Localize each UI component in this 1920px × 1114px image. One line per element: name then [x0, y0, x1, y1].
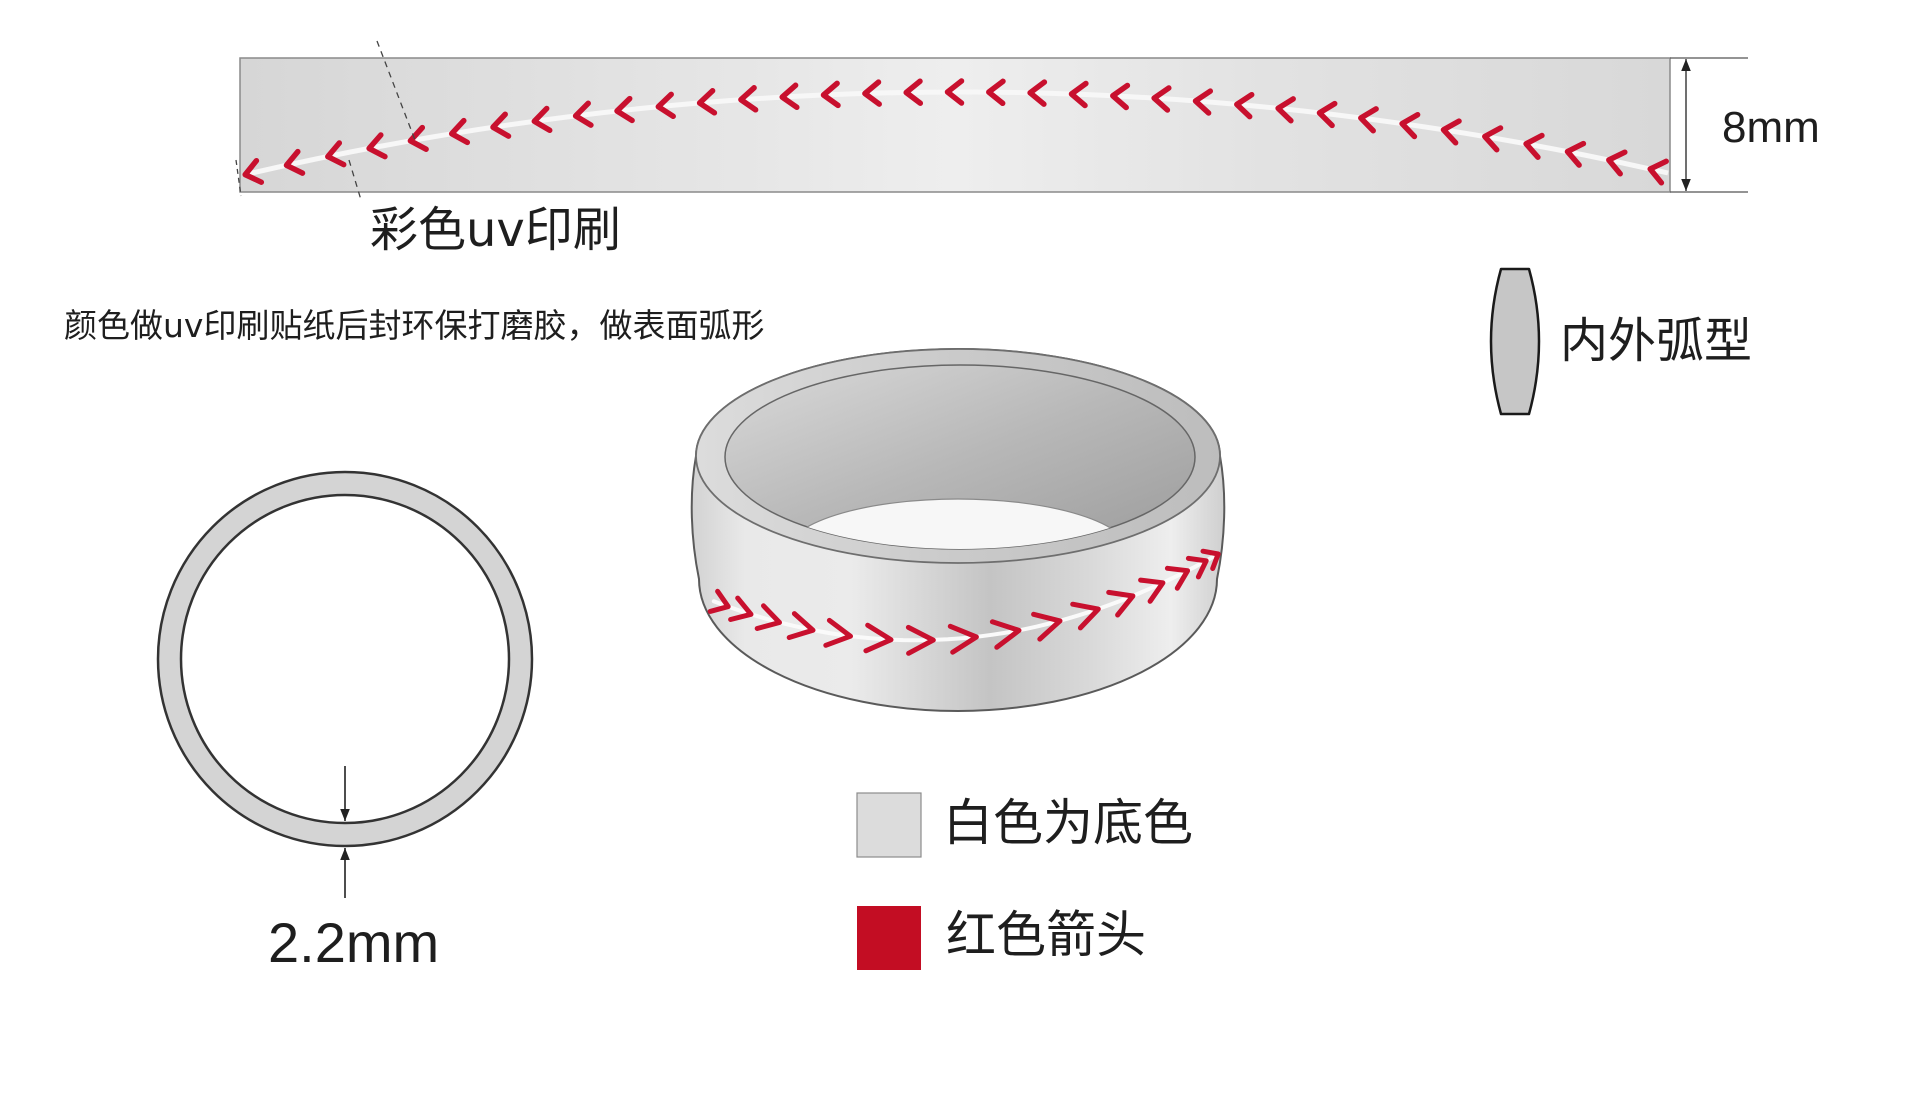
strip-arrow-chevron: [325, 140, 347, 168]
strip-arrow-chevron: [1606, 149, 1628, 177]
strip-arrow-chevron: [986, 78, 1006, 107]
ring-arrow-chevron: [1164, 565, 1191, 591]
strip-arrow-chevron: [1399, 111, 1421, 140]
ring-arrow-chevron: [707, 588, 731, 614]
strip-arrow-chevron: [1482, 125, 1504, 153]
strip-arrow-row: [242, 78, 1669, 186]
profile-label: 内外弧型: [1560, 313, 1753, 369]
ring-arrow-row: [707, 548, 1221, 656]
strip-arrow-chevron: [283, 148, 306, 176]
strip-body: [239, 57, 1671, 193]
strip-arrow-chevron: [572, 100, 594, 128]
strip-arrow-chevron: [1275, 96, 1296, 124]
strip-arrow-chevron: [1523, 132, 1545, 160]
strip-arrow-chevron: [366, 132, 388, 160]
strip-arrow-chevron: [862, 79, 882, 107]
strip-arrow-chevron: [1068, 80, 1089, 109]
strip-arrow-chevron: [448, 117, 471, 146]
ring-arrow-chevron: [947, 623, 979, 655]
strip-arrow-chevron: [614, 95, 635, 124]
ring-arrow-chevron: [1200, 548, 1221, 571]
strip-arrow-chevron: [1151, 85, 1172, 113]
legend-label-base-white: 白色为底色: [943, 794, 1193, 852]
strip-seam-line: [244, 89, 1669, 178]
strip-arrow-chevron: [1234, 91, 1255, 120]
strip-arrow-chevron: [1564, 140, 1587, 168]
strip-arrow-chevron: [1316, 100, 1338, 129]
strip-arrow-chevron: [242, 157, 265, 185]
strip-arrow-chevron: [696, 88, 718, 116]
strip-arrow-chevron: [903, 78, 924, 106]
strip-arrow-chevron: [407, 124, 429, 152]
ring-see-through-hole: [785, 498, 1131, 549]
strip-arrow-chevron: [1027, 79, 1048, 107]
strip-arrow-chevron: [779, 82, 800, 111]
ring-arrow-chevron: [989, 619, 1022, 650]
strip-arrow-chevron: [490, 111, 512, 139]
legend-label-red-arrow: 红色箭头: [946, 906, 1146, 964]
strip-height-label: 8mm: [1722, 103, 1820, 152]
ring-cross-section: [156, 470, 534, 898]
strip-left-tick: [235, 159, 242, 197]
strip-arrow-chevron: [655, 91, 676, 120]
cut-line-upper: [376, 40, 416, 141]
legend-swatch-base-white: [856, 792, 922, 858]
ring-arrow-chevron: [823, 617, 853, 648]
strip-arrow-chevron: [1647, 158, 1669, 186]
strip-pattern: [242, 78, 1669, 186]
print-strip: [239, 57, 1671, 193]
ring-3d-view: [690, 348, 1226, 712]
ring-arrow-chevron: [1070, 601, 1101, 631]
ring-arrow-chevron: [754, 603, 782, 631]
thickness-label: 2.2mm: [268, 911, 440, 974]
process-note: 颜色做uv印刷贴纸后封环保打磨胶，做表面弧形: [64, 306, 765, 345]
ring-inner-edge: [179, 493, 511, 825]
strip-arrow-chevron: [1440, 118, 1462, 146]
legend-swatch-red-arrow: [857, 906, 921, 970]
ring-arrow-chevron: [1031, 611, 1063, 642]
ring-arrow-chevron: [1138, 577, 1166, 604]
strip-arrow-chevron: [1110, 82, 1131, 111]
strip-arrow-chevron: [1358, 106, 1379, 134]
strip-arrow-chevron: [820, 80, 841, 109]
ring-arrow-chevron: [1106, 589, 1136, 618]
ring-arrow-chevron: [1185, 555, 1209, 580]
cut-line-lower: [348, 159, 362, 201]
print-method-label: 彩色uv印刷: [370, 202, 621, 258]
strip-arrow-chevron: [1192, 88, 1214, 116]
strip-height-dimension: [1670, 57, 1748, 193]
ring-arrow-chevron: [905, 624, 936, 656]
ring-arrow-chevron: [728, 595, 754, 622]
strip-arrow-chevron: [531, 105, 553, 134]
strip-arrow-chevron: [944, 78, 965, 106]
cut-line-marker: [235, 40, 416, 201]
ring-arrow-chevron: [863, 622, 894, 654]
strip-arrow-chevron: [738, 85, 759, 113]
profile-section-shape: [1489, 267, 1541, 416]
legend: [856, 792, 922, 970]
ring-arrow-chevron: [786, 611, 816, 640]
